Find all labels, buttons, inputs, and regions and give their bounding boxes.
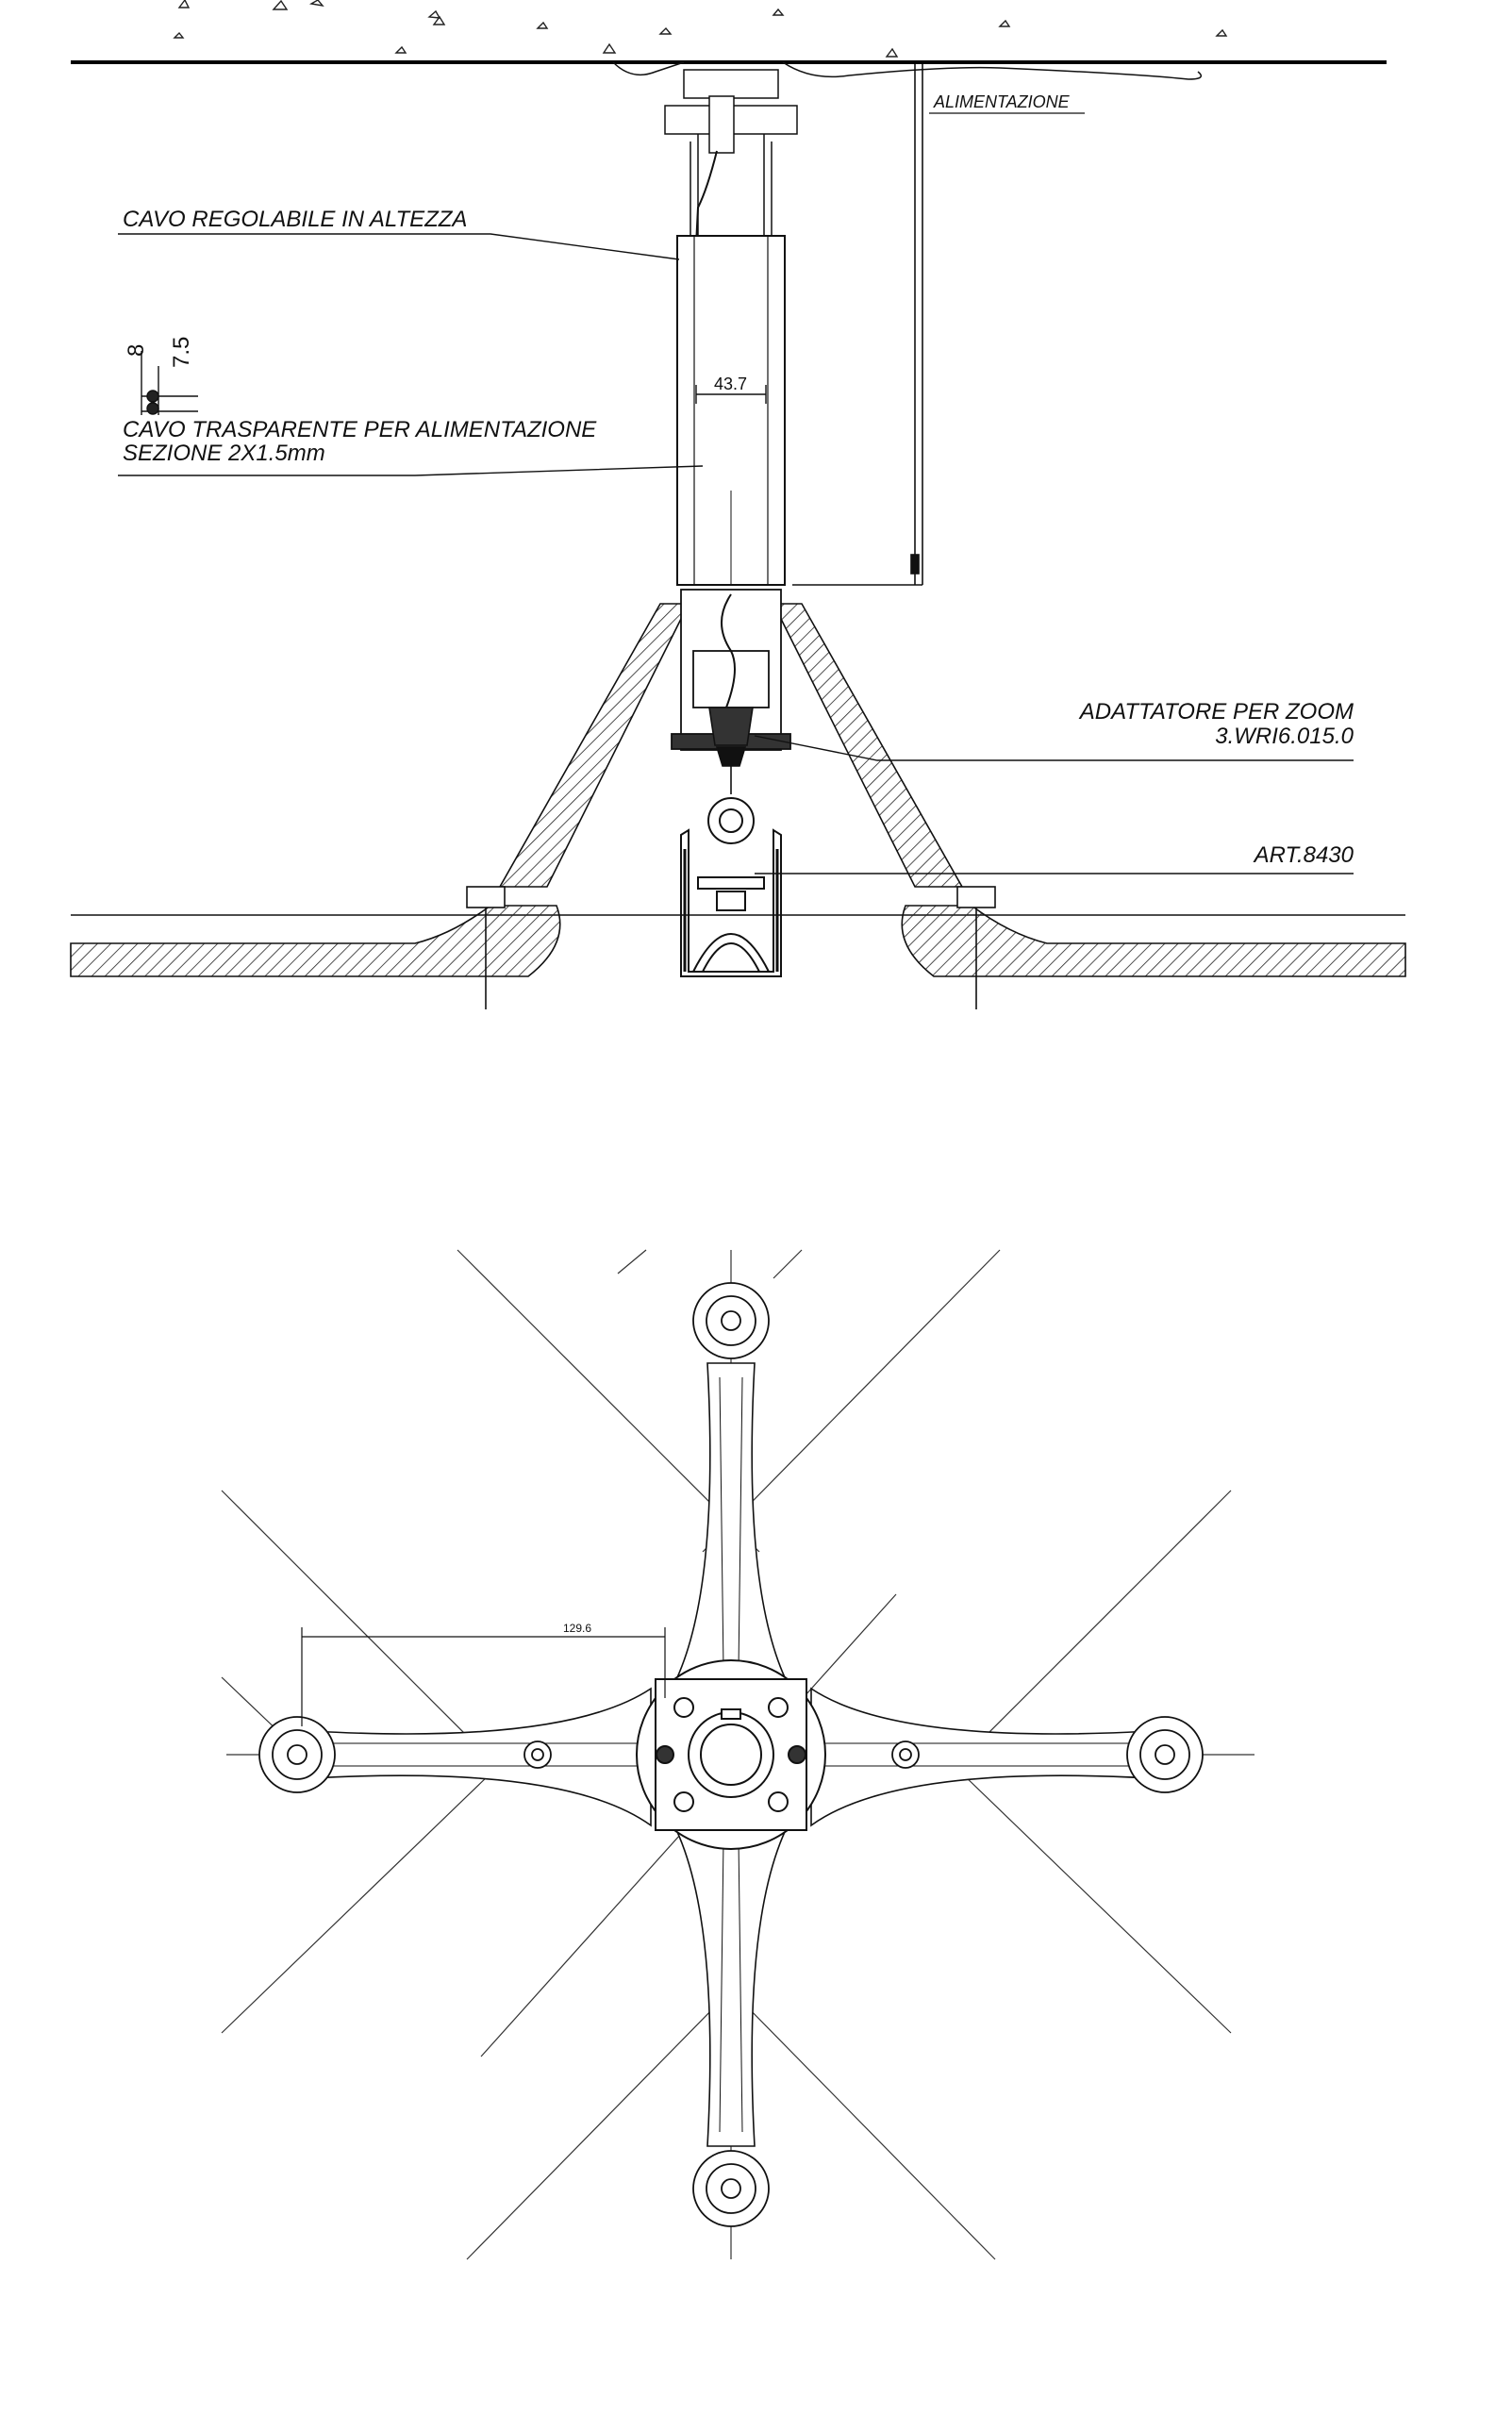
star-base-arms (310, 1362, 1152, 2147)
transparent-cable-label-line2: SEZIONE 2X1.5mm (123, 441, 325, 466)
ceiling-mount (612, 61, 1203, 246)
power-line (792, 64, 923, 586)
height-adjustable-cable-label: CAVO REGOLABILE IN ALTEZZA (123, 207, 467, 232)
floor-slab (70, 886, 1406, 1009)
spotlight-art-8430 (680, 797, 782, 977)
adjustable-tube (676, 235, 786, 586)
arm-distance-dimension: 129.6 (563, 1622, 591, 1635)
zoom-adapter-label-line1: ADATTATORE PER ZOOM (1078, 699, 1354, 724)
article-label: ART.8430 (1253, 842, 1354, 868)
arm-distance-dimension-line (301, 1627, 666, 1726)
tube-width-dimension: 43.7 (714, 375, 747, 393)
zoom-adapter-label-line2: 3.WRI6.015.0 (1215, 724, 1354, 749)
plan-view: 129.6 (221, 1249, 1254, 2260)
arm-end-pads (258, 1282, 1204, 2227)
power-supply-label: ALIMENTAZIONE (933, 92, 1071, 111)
central-hub (636, 1659, 826, 1850)
section-view: ALIMENTAZIONE 43.7 CAVO REGOLABILE IN AL… (70, 0, 1406, 1009)
ceiling-slab (173, 0, 1228, 58)
zoom-adapter (708, 707, 754, 794)
cable-width-dimension: 8 (124, 344, 149, 357)
cable-section-detail (141, 351, 198, 415)
cable-height-dimension: 7.5 (169, 337, 194, 368)
transparent-cable-label-line1: CAVO TRASPARENTE PER ALIMENTAZIONE (123, 417, 597, 442)
